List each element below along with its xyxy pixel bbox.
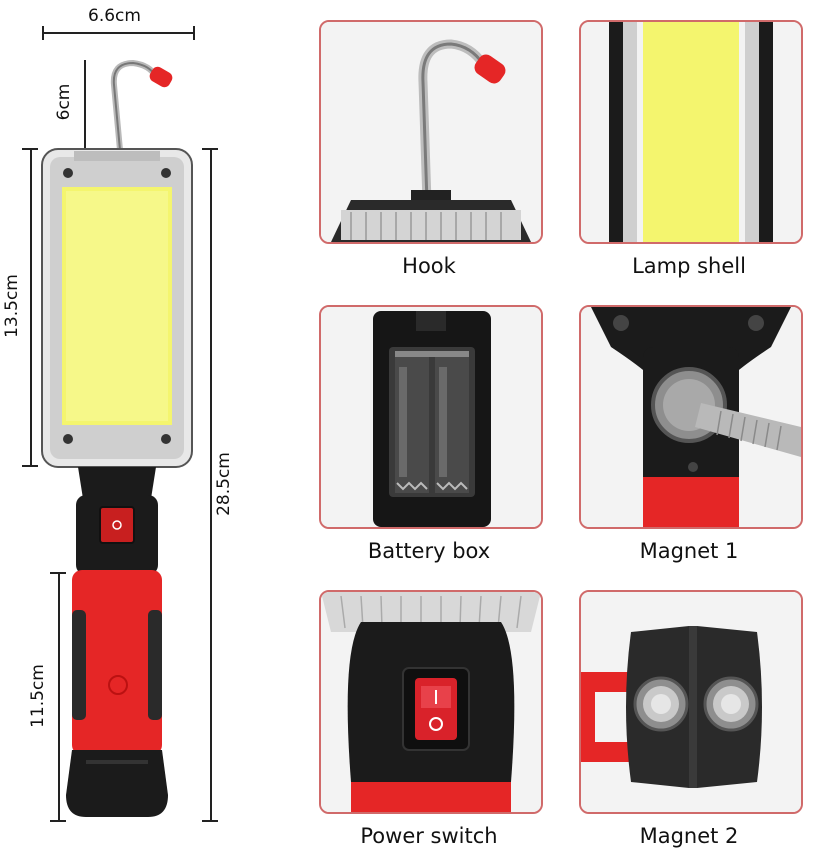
work-light-illustration (41, 59, 193, 817)
handle-dimension-line (58, 572, 60, 820)
total-dimension-label: 28.5cm (214, 452, 234, 516)
magnet-1-detail-image (581, 307, 801, 527)
battery-box-caption: Battery box (367, 539, 491, 563)
lamp-dimension-label: 13.5cm (2, 274, 22, 338)
magnet-1-panel (579, 305, 803, 529)
lamp-shell-detail-image (581, 22, 801, 242)
magnet-1-caption: Magnet 1 (639, 539, 739, 563)
hook-dimension-line (84, 60, 86, 148)
power-switch-caption: Power switch (360, 824, 498, 848)
power-switch-detail-image (321, 592, 541, 812)
magnet-2-caption: Magnet 2 (639, 824, 739, 848)
lamp-shell-caption: Lamp shell (632, 254, 746, 278)
hook-panel (319, 20, 543, 244)
width-dimension-line (42, 32, 194, 34)
hook-caption: Hook (402, 254, 456, 278)
lamp-shell-panel (579, 20, 803, 244)
product-overview: 6.6cm 6cm 13.5cm 28.5cm 11.5cm (0, 0, 300, 860)
hook-detail-image (321, 22, 541, 242)
width-dimension-label: 6.6cm (88, 6, 141, 26)
lamp-dimension-line (30, 148, 32, 466)
magnet-2-detail-image (581, 592, 801, 812)
battery-box-detail-image (321, 307, 541, 527)
battery-box-panel (319, 305, 543, 529)
total-dimension-line (210, 148, 212, 820)
magnet-2-panel (579, 590, 803, 814)
power-switch-panel (319, 590, 543, 814)
